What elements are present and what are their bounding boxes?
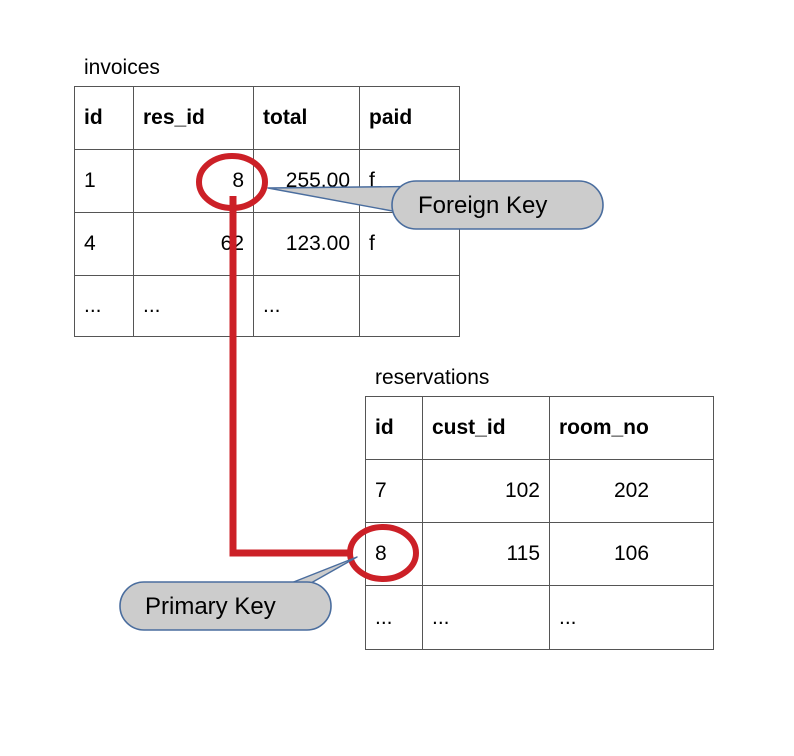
table-row: 8 115 106 [365, 522, 714, 586]
cell-paid [359, 275, 460, 337]
invoices-table-title: invoices [84, 56, 160, 79]
table-row: 4 62 123.00 f [74, 212, 460, 276]
column-header-paid: paid [359, 86, 460, 150]
cell-room-no: ... [549, 585, 714, 650]
cell-cust-id: 115 [422, 522, 550, 586]
cell-room-no: 202 [549, 459, 714, 523]
cell-id-primary-key: 8 [365, 522, 423, 586]
cell-id: ... [74, 275, 134, 337]
column-header-room-no: room_no [549, 396, 714, 460]
cell-total: ... [253, 275, 360, 337]
cell-res-id-foreign-key: 8 [133, 149, 254, 213]
invoices-table: id res_id total paid 1 8 255.00 f 4 62 1… [74, 86, 460, 337]
cell-id: ... [365, 585, 423, 650]
cell-room-no: 106 [549, 522, 714, 586]
column-header-res-id: res_id [133, 86, 254, 150]
cell-res-id: ... [133, 275, 254, 337]
cell-total: 255.00 [253, 149, 360, 213]
table-header-row: id res_id total paid [74, 86, 460, 150]
cell-cust-id: ... [422, 585, 550, 650]
column-header-total: total [253, 86, 360, 150]
cell-id: 1 [74, 149, 134, 213]
foreign-key-callout-label: Foreign Key [418, 192, 548, 219]
cell-id: 4 [74, 212, 134, 276]
cell-paid: f [359, 212, 460, 276]
cell-id: 7 [365, 459, 423, 523]
reservations-table: id cust_id room_no 7 102 202 8 115 106 .… [365, 396, 714, 650]
table-row: 1 8 255.00 f [74, 149, 460, 213]
column-header-id: id [74, 86, 134, 150]
cell-res-id: 62 [133, 212, 254, 276]
column-header-cust-id: cust_id [422, 396, 550, 460]
reservations-table-title: reservations [375, 366, 490, 389]
cell-cust-id: 102 [422, 459, 550, 523]
table-row-ellipsis: ... ... ... [365, 585, 714, 650]
primary-key-callout-label: Primary Key [145, 593, 276, 620]
cell-total: 123.00 [253, 212, 360, 276]
column-header-id: id [365, 396, 423, 460]
table-row: 7 102 202 [365, 459, 714, 523]
table-row-ellipsis: ... ... ... [74, 275, 460, 337]
table-header-row: id cust_id room_no [365, 396, 714, 460]
